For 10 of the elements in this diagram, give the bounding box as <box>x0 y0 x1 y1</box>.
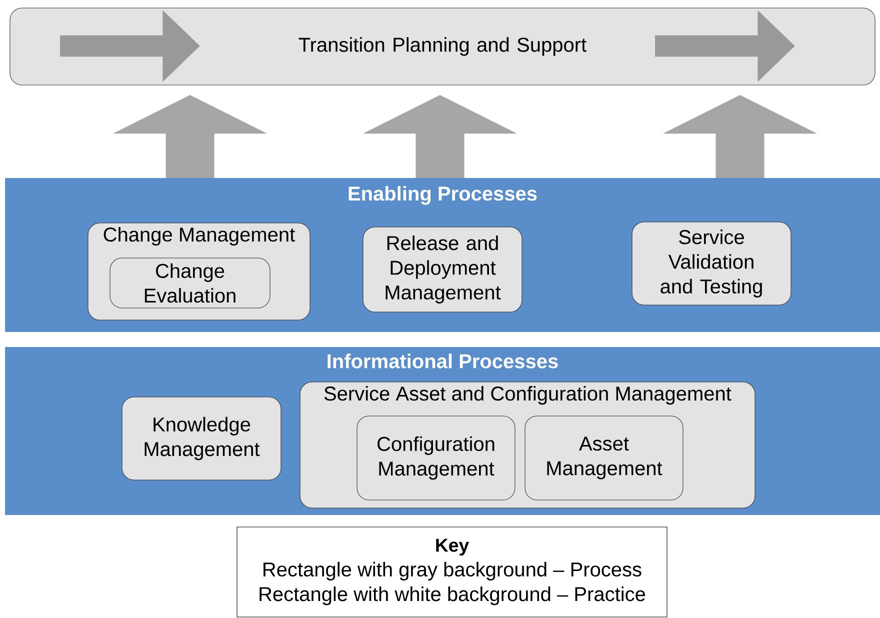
process-box: Knowledge Management <box>122 396 282 480</box>
process-box: Asset Management <box>524 416 684 500</box>
block-arrow <box>662 95 818 178</box>
block-arrow <box>362 95 518 178</box>
block-arrow <box>112 95 268 178</box>
process-box: Change Evaluation <box>110 258 270 308</box>
key-box: Key Rectangle with gray background – Process Rectangle with white background – Practice <box>236 526 668 618</box>
process-box: Release and Deployment Management <box>362 226 522 312</box>
process-box: Service Validation and Testing <box>632 222 792 306</box>
process-box: Configuration Management <box>356 416 516 500</box>
